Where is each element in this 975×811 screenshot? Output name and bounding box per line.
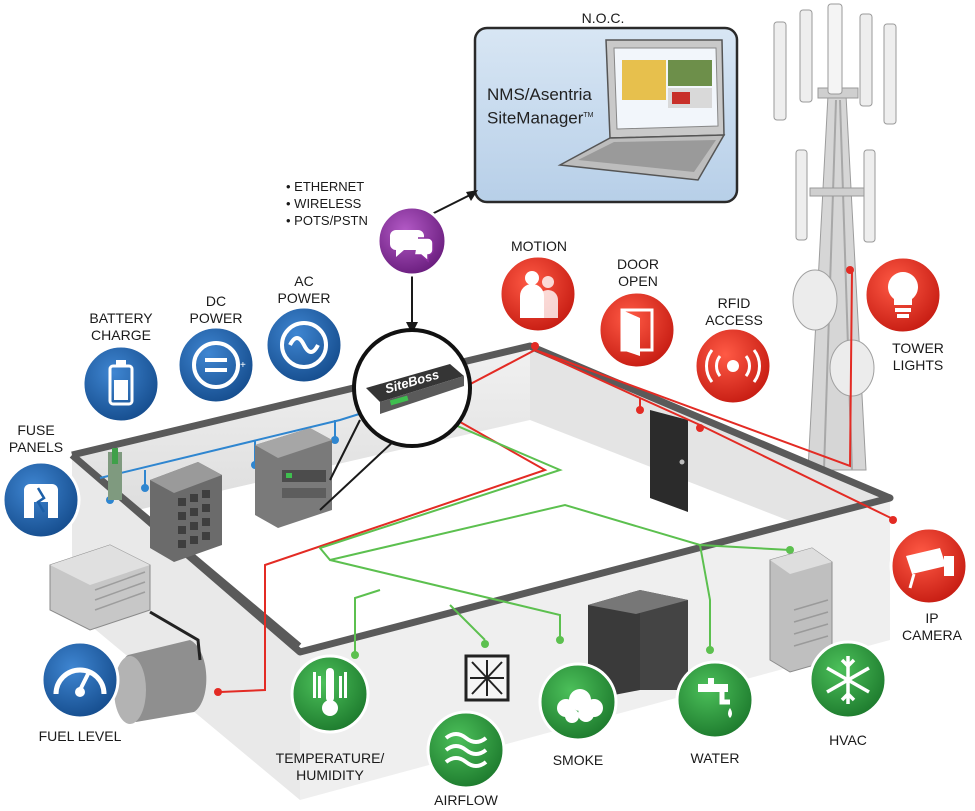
hvac-label: HVAC (829, 732, 867, 748)
noc-product-name: NMS/Asentria SiteManagerTM (487, 84, 594, 129)
comms-item: POTS/PSTN (286, 212, 368, 229)
water-icon (675, 660, 755, 740)
hvac-icon (808, 640, 888, 720)
fuel-tank (114, 610, 207, 724)
front-left-wall (72, 455, 300, 800)
fuel-level-label: FUEL LEVEL (38, 728, 122, 744)
tower-lights-label: TOWER LIGHTS (892, 340, 944, 373)
ip-camera-label: IP CAMERA (902, 610, 962, 643)
comms-list: ETHERNET WIRELESS POTS/PSTN (286, 178, 368, 229)
dc-power-icon: + (176, 325, 256, 405)
noc-product-line2-text: SiteManager (487, 108, 584, 128)
storage-cabinets (588, 590, 688, 700)
motion-label: MOTION (511, 238, 567, 254)
equipment-rack (255, 428, 332, 528)
door-open-label: DOOR OPEN (617, 256, 659, 289)
rfid-access-label: RFID ACCESS (705, 295, 763, 328)
environment-wiring (318, 409, 791, 655)
smoke-icon (538, 662, 618, 742)
ac-power-label: AC POWER (277, 273, 331, 306)
fuse-panels-icon (1, 460, 81, 540)
comms-to-siteboss-arrow (406, 272, 418, 334)
smoke-label: SMOKE (552, 752, 604, 768)
airflow-icon (426, 710, 506, 790)
fuse-panel-box (108, 448, 122, 500)
noc-trademark: TM (583, 112, 594, 119)
battery-charge-label: BATTERY CHARGE (89, 310, 153, 343)
noc-product-line1: NMS/Asentria (487, 85, 592, 104)
comms-to-noc-arrow (431, 190, 478, 215)
tower-lights-icon (863, 255, 943, 335)
noc-title: N.O.C. (581, 10, 625, 26)
security-wire-nodes (214, 266, 897, 696)
ip-camera-icon (889, 526, 969, 606)
comms-item: ETHERNET (286, 178, 368, 195)
comms-icon (376, 205, 448, 277)
temperature-humidity-label: TEMPERATURE/ HUMIDITY (275, 750, 385, 783)
laptop-icon (557, 39, 726, 181)
environment-wire-nodes (351, 546, 794, 659)
motion-icon (498, 254, 578, 334)
battery-charge-icon (81, 344, 161, 424)
temperature-humidity-icon (290, 654, 370, 734)
airflow-label: AIRFLOW (434, 792, 498, 808)
airflow-vent (464, 654, 510, 702)
noc-product-line2: SiteManagerTM (487, 105, 594, 129)
siteboss-device (319, 328, 472, 511)
dc-power-label: DC POWER (189, 293, 243, 326)
generator (49, 544, 151, 631)
fuse-panels-label: FUSE PANELS (8, 422, 64, 455)
security-wiring (219, 269, 896, 693)
cell-tower (773, 3, 897, 471)
noc-panel (473, 26, 739, 204)
battery-rack (150, 462, 222, 562)
fuel-level-icon (40, 640, 120, 720)
ac-power-icon (264, 305, 344, 385)
hvac-unit (769, 547, 833, 673)
water-label: WATER (690, 750, 740, 766)
back-right-wall (530, 346, 890, 560)
rfid-access-icon (693, 326, 773, 406)
door-graphic (650, 410, 688, 512)
svg-text:+: + (240, 360, 246, 371)
door-open-icon (597, 290, 677, 370)
comms-item: WIRELESS (286, 195, 368, 212)
